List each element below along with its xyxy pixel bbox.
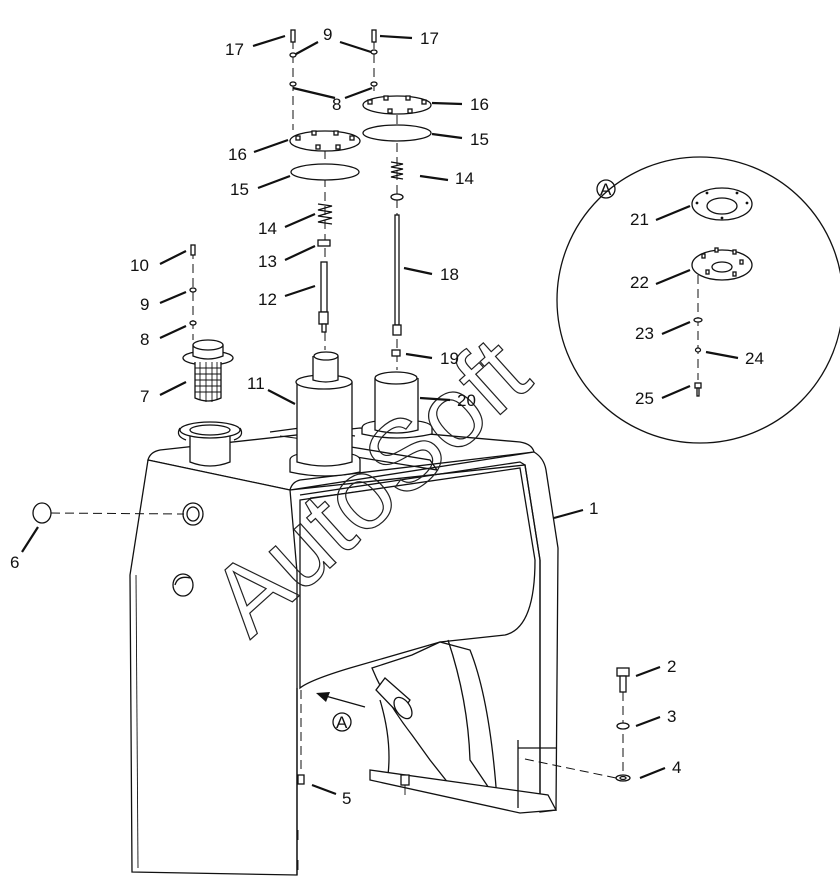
callout-13: 13 xyxy=(258,252,277,271)
part-5-screw xyxy=(297,690,305,785)
callout-23: 23 xyxy=(635,324,654,343)
detail-marker-bottom: A xyxy=(332,712,352,732)
callout-14-right: 14 xyxy=(455,169,474,188)
callout-8-top: 8 xyxy=(332,95,341,114)
side-port xyxy=(172,502,204,597)
detail-arrow xyxy=(316,692,366,708)
callout-1: 1 xyxy=(589,499,598,518)
left-fastener-stack xyxy=(189,244,197,340)
callout-17-left: 17 xyxy=(225,40,244,59)
callout-15-right: 15 xyxy=(470,130,489,149)
bolt-stack-right xyxy=(519,667,631,782)
callout-9-top: 9 xyxy=(323,25,332,44)
right-column-stack xyxy=(362,29,432,370)
part-6-plug xyxy=(32,502,52,524)
detail-marker-top: A xyxy=(596,179,616,199)
callout-12: 12 xyxy=(258,290,277,309)
callout-16-left: 16 xyxy=(228,145,247,164)
callout-16-right: 16 xyxy=(470,95,489,114)
callout-4: 4 xyxy=(672,758,681,777)
callout-11: 11 xyxy=(247,374,265,393)
callout-17-right: 17 xyxy=(420,29,439,48)
filler-neck xyxy=(177,421,243,467)
callout-15-left: 15 xyxy=(230,180,249,199)
callout-3: 3 xyxy=(667,707,676,726)
callout-19: 19 xyxy=(440,349,459,368)
callout-25: 25 xyxy=(635,389,654,408)
detail-marker-label-bottom: A xyxy=(336,713,348,732)
housing-body xyxy=(129,427,559,876)
callout-14-left: 14 xyxy=(258,219,277,238)
part-20-housing xyxy=(361,371,433,439)
callout-5: 5 xyxy=(342,789,351,808)
callout-10: 10 xyxy=(130,256,149,275)
callout-6: 6 xyxy=(10,553,19,572)
callout-21: 21 xyxy=(630,210,649,229)
part-11-filter-housing xyxy=(289,351,361,477)
leader-lines xyxy=(21,34,739,796)
callout-2: 2 xyxy=(667,657,676,676)
callout-24: 24 xyxy=(745,349,764,368)
left-column-stack xyxy=(289,29,361,350)
callout-18: 18 xyxy=(440,265,459,284)
callout-20: 20 xyxy=(457,391,476,410)
callout-22: 22 xyxy=(630,273,649,292)
callout-8-left: 8 xyxy=(140,330,149,349)
detail-marker-label-top: A xyxy=(600,180,612,199)
callout-9-left: 9 xyxy=(140,295,149,314)
detail-a-view xyxy=(556,156,840,444)
part-7-strainer xyxy=(182,339,234,402)
callout-7: 7 xyxy=(140,387,149,406)
callout-numbers: 1 2 3 4 5 6 7 8 8 9 9 10 11 12 13 14 14 … xyxy=(10,25,764,808)
